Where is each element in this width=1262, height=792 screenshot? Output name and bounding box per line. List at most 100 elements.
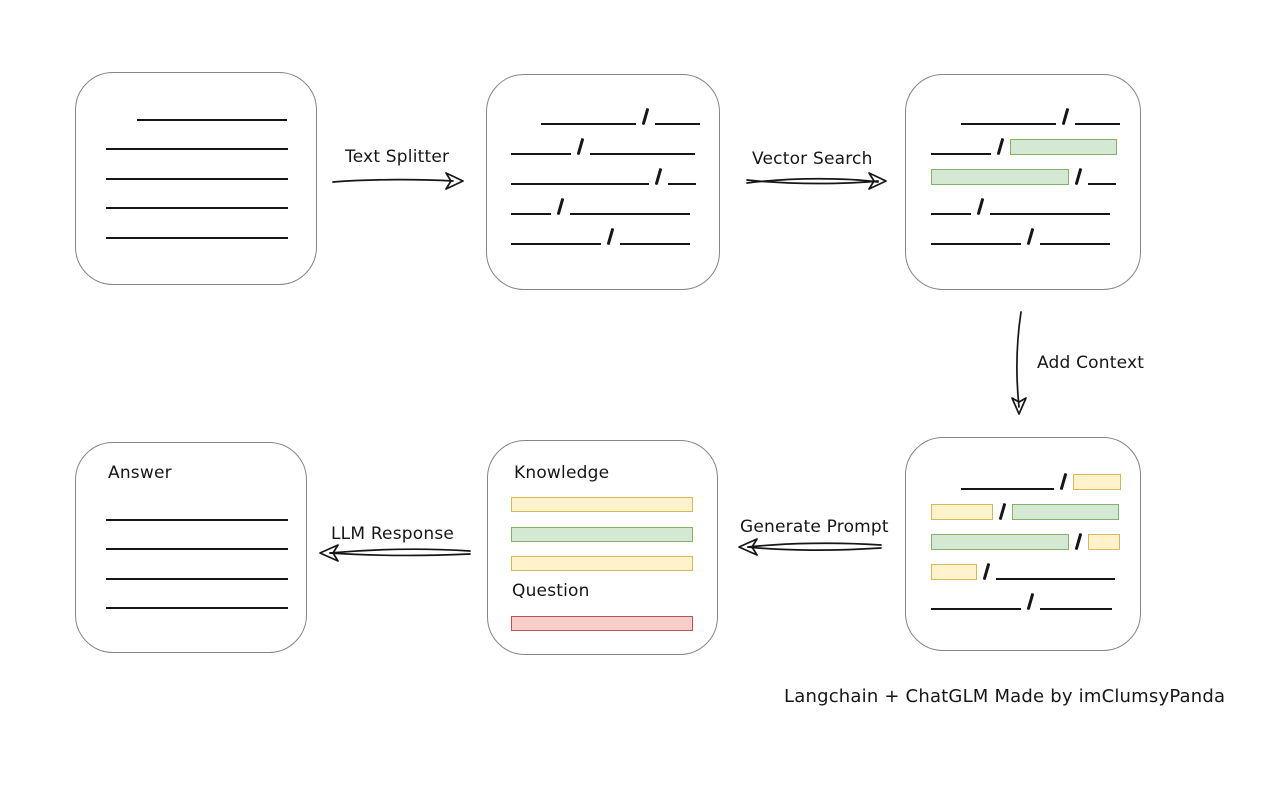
slash-separator <box>998 502 1006 521</box>
text-line <box>989 213 1110 215</box>
chunk-row <box>511 215 700 246</box>
text-line <box>106 207 288 210</box>
text-line <box>995 578 1115 580</box>
chunk-row <box>931 520 1121 551</box>
question-label: Question <box>512 581 590 601</box>
chunk-row <box>931 460 1121 491</box>
text-line <box>654 123 700 125</box>
chunk-row <box>931 125 1120 156</box>
slash-separator <box>1026 227 1034 246</box>
chunk-row <box>511 185 700 216</box>
caption-credit: Langchain + ChatGLM Made by imClumsyPand… <box>784 686 1226 707</box>
slash-separator <box>1059 472 1067 491</box>
red-highlight-bar <box>511 616 693 631</box>
answer-text-lines <box>106 519 288 637</box>
generate-prompt-arrow <box>738 538 882 556</box>
text-line <box>619 243 690 245</box>
text-line <box>1074 123 1120 125</box>
green-highlight-bar <box>1011 504 1119 520</box>
chunk-rows <box>511 95 700 246</box>
text-line <box>931 213 971 215</box>
text-line <box>667 183 696 185</box>
text-line <box>1087 183 1116 185</box>
question-bars <box>511 616 693 646</box>
green-highlight-bar <box>1009 139 1117 155</box>
chunk-row <box>511 95 700 126</box>
text-line <box>569 213 690 215</box>
vector-matched-box <box>905 74 1141 290</box>
knowledge-label: Knowledge <box>514 463 610 483</box>
document-text-lines <box>106 119 288 266</box>
add-context-label: Add Context <box>1037 353 1145 373</box>
chunk-row <box>931 490 1121 521</box>
slash-separator <box>1074 532 1082 551</box>
generate-prompt-label: Generate Prompt <box>740 517 889 537</box>
yellow-highlight-bar <box>1072 474 1121 490</box>
slash-separator <box>556 197 564 216</box>
slash-separator <box>1061 107 1069 126</box>
slash-separator <box>996 137 1004 156</box>
llm-response-label: LLM Response <box>331 524 455 544</box>
text-line <box>137 119 287 121</box>
text-line <box>961 488 1054 490</box>
green-highlight-bar <box>511 526 693 542</box>
text-line <box>106 177 288 180</box>
text-line <box>106 577 288 580</box>
context-box <box>905 437 1141 651</box>
text-line <box>511 243 601 245</box>
matched-chunk-rows <box>931 95 1120 246</box>
chunk-row <box>931 215 1120 246</box>
text-line <box>106 148 288 151</box>
text-line <box>931 243 1021 245</box>
slash-separator <box>606 227 614 246</box>
slash-separator <box>654 167 662 186</box>
chunks-box <box>486 74 720 290</box>
slash-separator <box>976 197 984 216</box>
text-line <box>106 548 288 551</box>
text-line <box>931 153 991 155</box>
slash-separator <box>1074 167 1082 186</box>
text-line <box>511 153 571 155</box>
chunk-row <box>931 155 1120 186</box>
text-line <box>106 236 288 239</box>
yellow-highlight-bar <box>511 497 693 512</box>
chunk-row <box>931 550 1121 581</box>
text-line <box>931 608 1021 610</box>
text-line <box>1039 608 1112 610</box>
slash-separator <box>641 107 649 126</box>
answer-box: Answer <box>75 442 307 653</box>
slash-separator <box>1026 592 1034 611</box>
context-chunk-rows <box>931 460 1121 611</box>
yellow-highlight-bar <box>931 504 993 520</box>
chunk-row <box>511 155 700 186</box>
yellow-highlight-bar <box>511 556 693 572</box>
vector-search-label: Vector Search <box>752 149 873 169</box>
text-line <box>511 183 649 185</box>
chunk-row <box>931 185 1120 216</box>
add-context-arrow <box>1011 311 1027 415</box>
chunk-row <box>931 95 1120 126</box>
chunk-row <box>511 125 700 156</box>
green-highlight-bar <box>931 534 1069 550</box>
yellow-highlight-bar <box>931 564 977 580</box>
text-line <box>106 607 288 610</box>
llm-response-arrow <box>319 544 471 562</box>
prompt-box: Knowledge Question <box>487 440 718 655</box>
chunk-row <box>931 580 1121 611</box>
text-line <box>511 213 551 215</box>
yellow-highlight-bar <box>1087 534 1120 550</box>
slash-separator <box>982 562 990 581</box>
text-line <box>541 123 636 125</box>
document-box <box>75 72 317 285</box>
text-splitter-label: Text Splitter <box>345 147 450 167</box>
answer-label: Answer <box>108 463 172 483</box>
text-splitter-arrow <box>332 172 464 190</box>
green-highlight-bar <box>931 169 1069 185</box>
text-line <box>1039 243 1110 245</box>
text-line <box>106 519 288 521</box>
vector-search-arrow <box>746 172 887 190</box>
text-line <box>961 123 1056 125</box>
knowledge-bars <box>511 497 693 586</box>
text-line <box>589 153 695 155</box>
